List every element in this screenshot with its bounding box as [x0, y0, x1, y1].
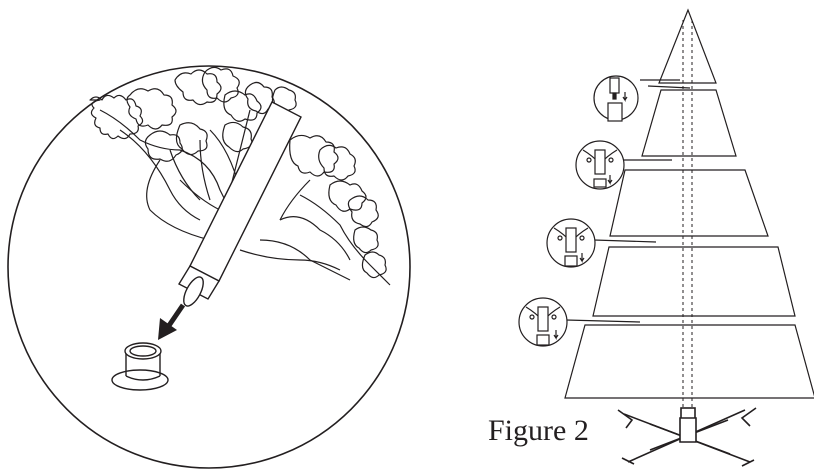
tree-section-3 — [609, 169, 769, 237]
tree-section-5 — [564, 324, 814, 399]
socket-collar — [111, 342, 169, 391]
center-pole-dashed — [682, 20, 693, 412]
magnifier-circle — [7, 65, 411, 469]
tree-section-4 — [592, 246, 796, 317]
detail-callout-3 — [546, 218, 657, 268]
figure-caption: Figure 2 — [488, 414, 589, 447]
tree-section-2 — [641, 89, 737, 157]
branch-foliage — [89, 66, 391, 286]
tree-assembly — [518, 8, 814, 467]
insert-arrow-icon — [158, 303, 186, 340]
tree-stand — [617, 407, 757, 467]
detail-callout-2 — [575, 140, 672, 190]
tree-section-top — [658, 8, 717, 84]
magnified-branch-view — [7, 65, 411, 469]
pole-section — [178, 101, 302, 307]
detail-callout-4 — [518, 297, 641, 347]
detail-callout-1 — [593, 75, 691, 122]
